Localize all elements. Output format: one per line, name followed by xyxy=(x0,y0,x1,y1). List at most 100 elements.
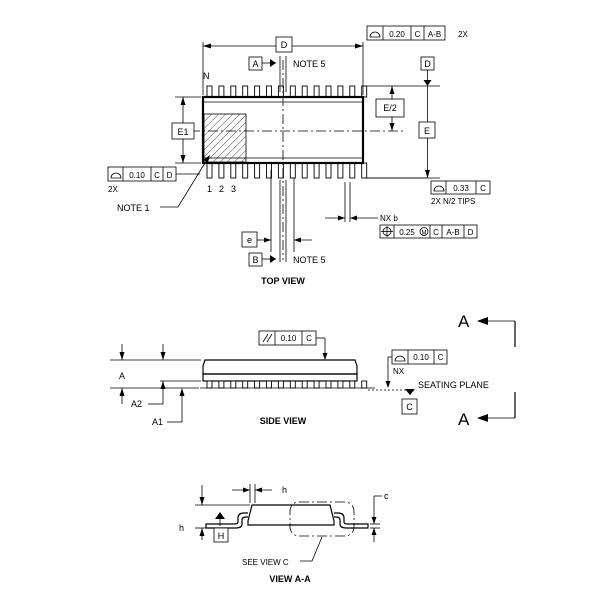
pin-upper xyxy=(254,85,261,98)
e-label: E xyxy=(424,126,430,136)
pin-lower xyxy=(313,162,320,179)
e2-label-box xyxy=(375,98,405,118)
section-lead-left xyxy=(205,512,248,529)
profile-surface-icon xyxy=(433,185,445,192)
h-top-label: h xyxy=(282,485,287,495)
mmc-modifier-icon xyxy=(419,227,429,236)
pin-upper xyxy=(337,85,344,98)
side-lead xyxy=(254,380,261,389)
fcf-right-datum1: C xyxy=(480,184,486,193)
arrow xyxy=(294,237,301,243)
fcf-right-value: 0.33 xyxy=(453,184,469,193)
top-pins-lower xyxy=(206,162,368,179)
view-aa: h h H c SEE VIEW C VIEW A-A xyxy=(179,484,389,584)
note1-leader xyxy=(160,157,209,208)
note1-label: NOTE 1 xyxy=(117,203,150,213)
arrow xyxy=(389,123,395,131)
pin-upper xyxy=(301,85,308,98)
datum-h-box xyxy=(213,527,229,543)
a1-label: A1 xyxy=(152,417,163,427)
arrow xyxy=(425,170,430,178)
arrow xyxy=(371,517,377,524)
see-view-c-label: SEE VIEW C xyxy=(242,558,289,567)
pin-upper xyxy=(230,85,237,98)
d-label-box xyxy=(275,36,293,53)
side-lead xyxy=(277,380,284,389)
arrow xyxy=(477,317,488,325)
pin-lower xyxy=(325,162,332,179)
pin-lower xyxy=(242,162,249,179)
top-view: D 0.20 C A-B 2X A NOTE 5 N D xyxy=(107,25,491,286)
datum-d-label: D xyxy=(424,59,431,69)
fcf-profile-side: 0.10 C xyxy=(385,349,448,388)
side-body-upper xyxy=(202,359,358,375)
fcf-top-datum1: C xyxy=(415,30,421,39)
d-label: D xyxy=(281,40,288,50)
pin-upper xyxy=(289,85,296,98)
pin-lower xyxy=(361,162,368,179)
datum-c-label: C xyxy=(406,402,413,412)
pin-upper xyxy=(349,85,356,98)
profile-surface-icon xyxy=(369,31,381,38)
e-label-box xyxy=(418,121,436,139)
arrow xyxy=(160,352,166,360)
pin-lower xyxy=(301,162,308,179)
datum-triangle xyxy=(405,389,415,395)
a-label: A xyxy=(119,371,125,381)
side-lead xyxy=(206,380,213,389)
side-lead xyxy=(325,380,332,389)
fcf-parallel-datum1: C xyxy=(306,334,312,343)
side-view-caption: SIDE VIEW xyxy=(260,416,307,426)
section-lead-right xyxy=(334,512,369,529)
datum-a-label: A xyxy=(252,59,258,69)
a2-label: A2 xyxy=(131,399,142,409)
pin-upper xyxy=(266,85,272,98)
arrow xyxy=(180,97,186,105)
seating-plane-label: SEATING PLANE xyxy=(418,380,489,390)
arrow xyxy=(338,215,345,221)
fcf-right-suffix: 2X N/2 TIPS xyxy=(431,197,475,206)
top-pins-upper xyxy=(206,85,368,98)
profile-surface-icon xyxy=(110,172,122,179)
fcf-pos-datum3: D xyxy=(468,228,474,237)
datum-triangle xyxy=(270,255,276,263)
arrow xyxy=(255,487,262,493)
e-pitch-label: e xyxy=(247,235,252,245)
pin-upper xyxy=(361,85,368,98)
side-lead xyxy=(218,380,225,389)
arrow xyxy=(243,487,250,493)
pin-upper xyxy=(206,85,213,98)
arrow xyxy=(477,414,488,422)
pin-lower xyxy=(206,162,213,179)
datum-h-label: H xyxy=(218,531,225,541)
side-lead xyxy=(266,380,272,389)
e1-label: E1 xyxy=(177,127,188,137)
section-a-bottom-label: A xyxy=(458,410,470,429)
side-lead xyxy=(242,380,249,389)
pin-upper xyxy=(242,85,249,98)
datum-triangle xyxy=(270,59,276,67)
fcf-pos-value: 0.25 xyxy=(399,228,415,237)
see-view-c-leader xyxy=(300,536,323,562)
arrow xyxy=(199,528,205,536)
pin-lower xyxy=(230,162,237,179)
fcf-left-profile: 0.10 C D 2X xyxy=(107,166,200,194)
side-lead xyxy=(313,380,320,389)
top-view-caption: TOP VIEW xyxy=(261,276,305,286)
pin-1-label: 1 xyxy=(207,184,212,194)
fcf-profile-value: 0.10 xyxy=(413,353,429,362)
arrow xyxy=(203,43,211,49)
h-left-label: h xyxy=(179,523,184,533)
pin1-index-area xyxy=(203,113,247,163)
pin-lower xyxy=(337,162,344,179)
pin-upper xyxy=(218,85,225,98)
pin-upper xyxy=(313,85,320,98)
pin-n-label: N xyxy=(203,71,210,81)
side-leads xyxy=(206,380,368,389)
pin-lower xyxy=(349,162,356,179)
datum-triangle xyxy=(423,80,432,86)
arrow xyxy=(264,237,271,243)
fcf-top-value: 0.20 xyxy=(389,30,405,39)
side-lead xyxy=(361,380,368,389)
side-body-lower xyxy=(202,373,358,382)
